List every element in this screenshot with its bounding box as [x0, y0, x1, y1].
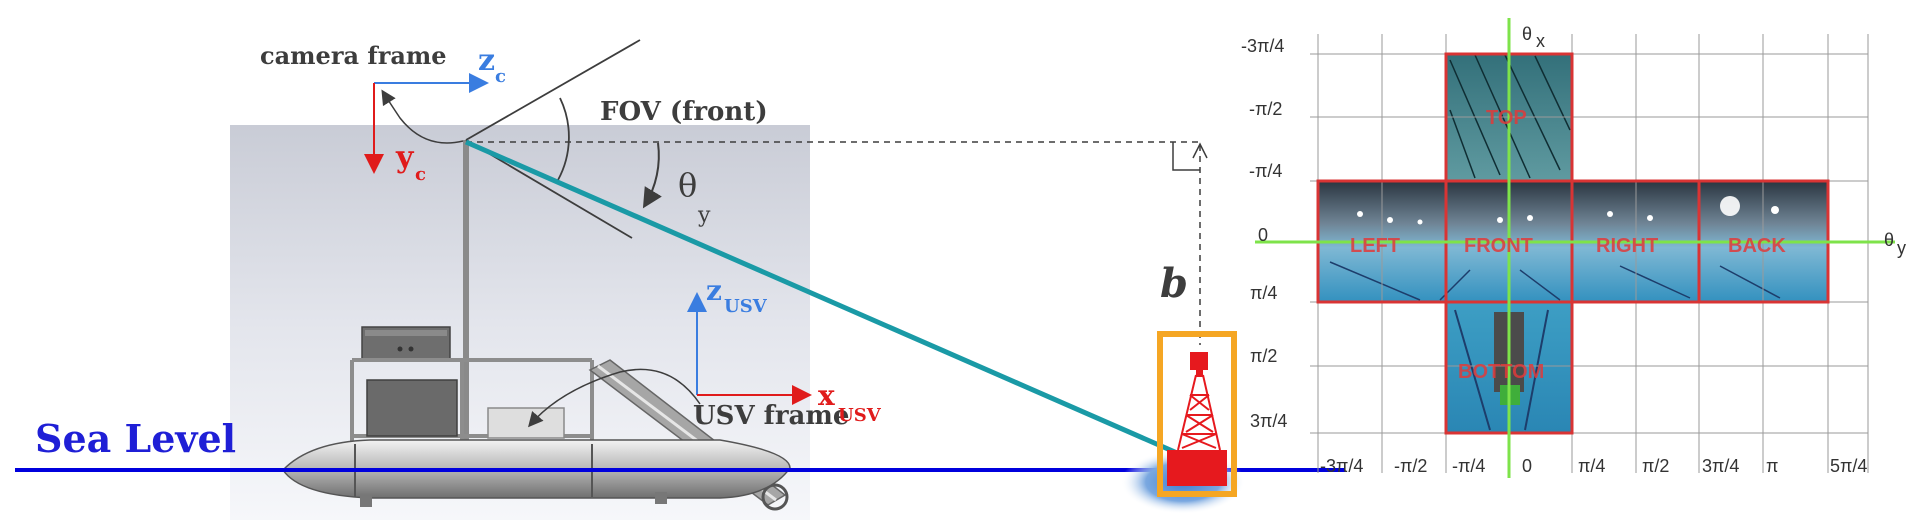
face-label-bottom: BOTTOM	[1458, 361, 1544, 383]
zc-label: z	[478, 43, 495, 78]
zusv-subscript: USV	[724, 296, 768, 317]
b-arrow-head	[1192, 142, 1208, 159]
xusv-subscript: USV	[838, 405, 882, 426]
buoy-frame	[1157, 331, 1237, 497]
zc-subscript: c	[495, 66, 506, 87]
col-tick-label: -π/4	[1452, 456, 1485, 476]
row-tick-labels: -3π/4 -π/2 -π/4 0 π/4 π/2 3π/4	[1241, 36, 1287, 431]
panorama-lane-lines	[1329, 261, 1781, 301]
col-tick-label: 3π/4	[1702, 456, 1739, 476]
battery-box	[366, 379, 458, 437]
cubemap-grid-panel: TOP LEFT FRONT RIGHT BACK BOTTOM θ x θ y…	[1241, 18, 1906, 478]
sea-level-label: Sea Level	[35, 416, 236, 461]
theta-y-axis-subscript: y	[1897, 238, 1906, 258]
row-tick-label: -π/2	[1249, 99, 1282, 119]
face-label-left: LEFT	[1350, 235, 1400, 257]
camera-frame-pointer	[381, 89, 464, 144]
face-label-top: TOP	[1486, 107, 1527, 129]
camera-frame-label: camera frame	[260, 41, 447, 70]
theta-y-arc	[642, 142, 662, 209]
theta-y-axis-label: θ	[1884, 230, 1894, 250]
camera-ray-line	[464, 139, 1202, 466]
col-tick-labels: -3π/4 -π/2 -π/4 0 π/4 π/2 3π/4 π 5π/4	[1320, 456, 1867, 476]
col-tick-label: 5π/4	[1830, 456, 1867, 476]
controller-box	[487, 407, 565, 439]
usv-hull	[282, 439, 791, 507]
panorama-lights	[1357, 196, 1779, 225]
usv-frame-pointer	[528, 368, 701, 428]
usv-frame-label: USV frame	[693, 401, 849, 431]
col-tick-label: π	[1766, 456, 1778, 476]
b-height-label: b	[1160, 260, 1188, 307]
xusv-label: x	[818, 379, 835, 412]
theta-y-label: θ	[678, 166, 697, 204]
row-tick-label: -π/4	[1249, 161, 1282, 181]
col-tick-label: π/2	[1642, 456, 1669, 476]
face-label-front: FRONT	[1464, 235, 1533, 257]
buoy-tower	[1177, 374, 1221, 451]
right-angle-marker	[1172, 142, 1200, 171]
col-tick-label: -3π/4	[1320, 456, 1363, 476]
col-tick-label: 0	[1522, 456, 1532, 476]
row-tick-label: 0	[1258, 225, 1268, 245]
theta-x-axis-label: θ	[1522, 24, 1532, 44]
usv-scene: Sea Level camera frame FOV (front) USV f…	[15, 39, 1345, 520]
yc-label: y	[395, 140, 415, 175]
horizon-dashed-line	[466, 141, 1201, 345]
face-label-back: BACK	[1728, 235, 1786, 257]
buoy-top-light	[1190, 352, 1208, 370]
camera-mast	[463, 140, 469, 440]
yc-subscript: c	[415, 164, 426, 185]
theta-y-subscript: y	[697, 203, 711, 228]
top-electronics-box	[361, 326, 451, 362]
row-tick-label: π/2	[1250, 346, 1277, 366]
row-tick-label: -3π/4	[1241, 36, 1284, 56]
face-label-right: RIGHT	[1596, 235, 1658, 257]
col-tick-label: -π/2	[1394, 456, 1427, 476]
row-tick-label: 3π/4	[1250, 411, 1287, 431]
row-tick-label: π/4	[1250, 283, 1277, 303]
theta-x-axis-subscript: x	[1536, 31, 1545, 51]
buoy	[1121, 331, 1245, 514]
zusv-label: z	[706, 274, 722, 307]
buoy-base	[1167, 450, 1227, 486]
buoy-top-stem	[1196, 370, 1203, 377]
col-tick-label: π/4	[1578, 456, 1605, 476]
fov-label: FOV (front)	[600, 97, 768, 127]
